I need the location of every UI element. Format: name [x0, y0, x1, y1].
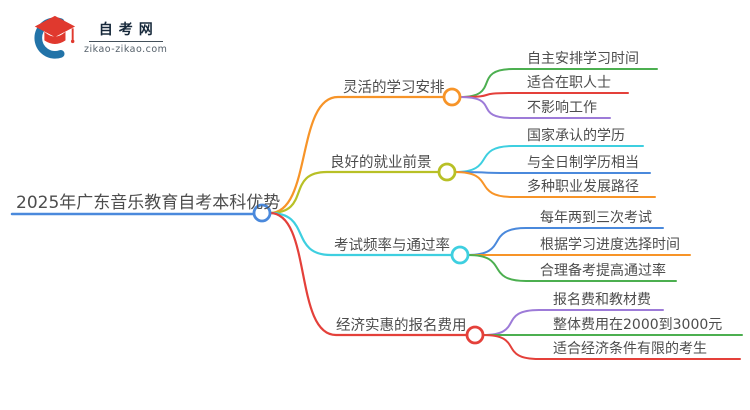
branch-node-4[interactable]	[465, 325, 485, 345]
sub-topic-2-3[interactable]: 多种职业发展路径	[527, 179, 639, 195]
sub-topic-1-1[interactable]: 自主安排学习时间	[527, 51, 639, 67]
sub-connector	[459, 92, 629, 98]
sub-topic-3-2[interactable]: 根据学习进度选择时间	[540, 237, 680, 253]
sub-connector	[454, 171, 651, 174]
sub-topic-1-3[interactable]: 不影响工作	[527, 100, 597, 116]
logo-domain: zikao-zikao.com	[84, 44, 168, 55]
sub-connector	[467, 227, 664, 256]
sub-topic-2-1[interactable]: 国家承认的学历	[527, 128, 625, 144]
sub-connector	[482, 334, 741, 360]
logo-title: 自考网	[98, 22, 159, 38]
branch-connector	[268, 170, 441, 215]
zikao-logo-icon	[34, 15, 76, 59]
branch-topic-2[interactable]: 良好的就业前景	[330, 155, 432, 171]
branch-connector	[268, 211, 454, 257]
site-logo[interactable]: 自考网 zikao-zikao.com	[28, 14, 167, 62]
sub-topic-3-1[interactable]: 每年两到三次考试	[540, 210, 652, 226]
root-topic[interactable]: 2025年广东音乐教育自考本科优势	[16, 193, 281, 213]
sub-topic-4-3[interactable]: 适合经济条件有限的考生	[553, 341, 707, 357]
sub-connector	[482, 309, 664, 336]
sub-connector	[459, 96, 611, 119]
branch-node-2[interactable]	[437, 162, 457, 182]
sub-topic-3-3[interactable]: 合理备考提高通过率	[540, 263, 666, 279]
root-node[interactable]	[252, 203, 272, 223]
branch-connector	[268, 95, 446, 215]
sub-connector	[459, 68, 658, 98]
branch-node-3[interactable]	[450, 245, 470, 265]
branch-node-1[interactable]	[442, 87, 462, 107]
sub-topic-4-2[interactable]: 整体费用在2000到3000元	[553, 317, 723, 333]
sub-topic-2-2[interactable]: 与全日制学历相当	[527, 155, 639, 171]
sub-connector	[454, 171, 656, 198]
sub-connector	[454, 145, 644, 173]
branch-connector	[268, 211, 469, 337]
branch-topic-1[interactable]: 灵活的学习安排	[343, 80, 445, 96]
sub-topic-1-2[interactable]: 适合在职人士	[527, 75, 611, 91]
branch-topic-3[interactable]: 考试频率与通过率	[334, 238, 450, 254]
sub-topic-4-1[interactable]: 报名费和教材费	[553, 292, 651, 308]
sub-connector	[467, 254, 677, 282]
logo-divider	[88, 41, 163, 42]
branch-topic-4[interactable]: 经济实惠的报名费用	[336, 318, 467, 334]
